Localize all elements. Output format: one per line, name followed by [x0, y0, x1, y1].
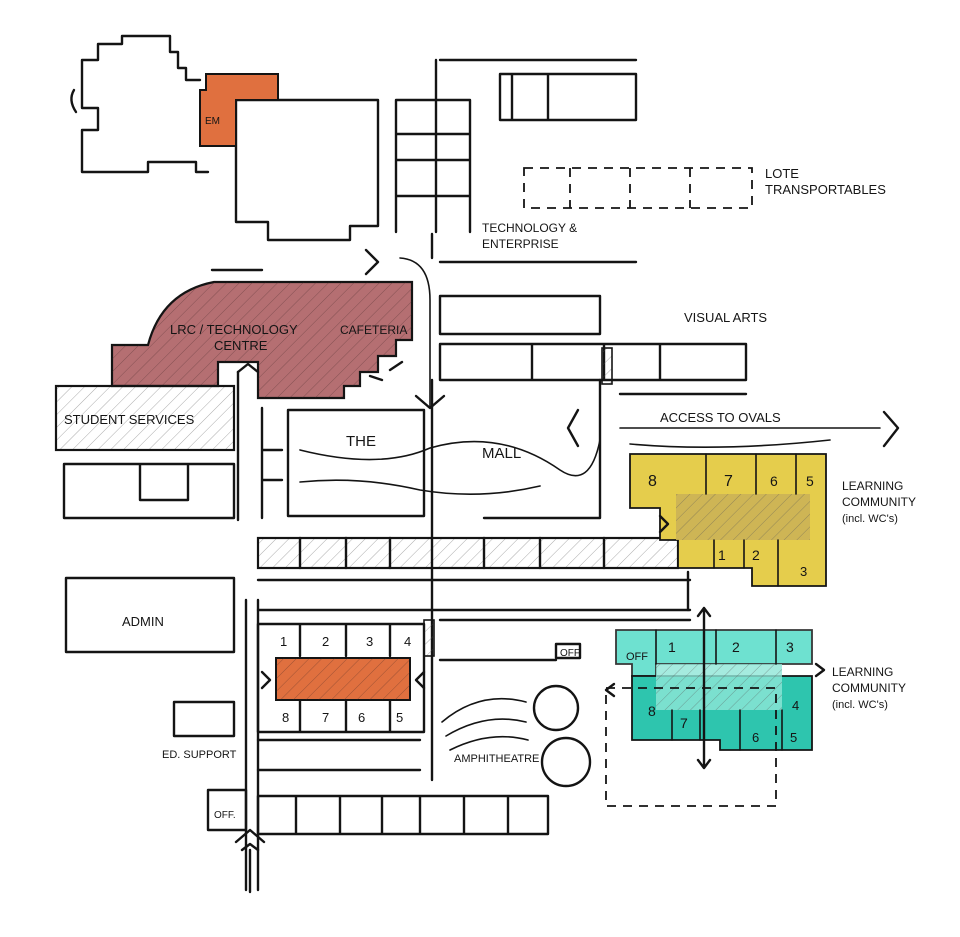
teal-room-4: 4 — [792, 698, 799, 713]
learning-label-2: LEARNING — [832, 665, 893, 679]
incl-wcs-label-1: (incl. WC's) — [842, 513, 898, 525]
ed-support-label: ED. SUPPORT — [162, 749, 237, 761]
teal-room-1: 1 — [668, 639, 676, 655]
the-mall: THE MALL — [286, 378, 602, 520]
cafeteria-label: CAFETERIA — [340, 323, 407, 337]
em-label: EM — [205, 116, 220, 127]
enterprise-label: ENTERPRISE — [482, 237, 559, 251]
em-building: EM — [199, 73, 279, 147]
yellow-room-1: 1 — [718, 547, 726, 563]
arrow-teal-vertical-icon — [696, 606, 712, 770]
orange-classroom-block: 1 2 3 4 8 7 6 5 — [256, 619, 435, 734]
northwest-building — [70, 34, 380, 242]
orange-room-5: 5 — [396, 710, 403, 725]
amphitheatre: AMPHITHEATRE OFF — [441, 642, 592, 788]
orange-room-7: 7 — [322, 710, 329, 725]
ed-support-area: ED. SUPPORT OFF. — [162, 700, 550, 836]
arrow-entry-icon — [234, 828, 266, 852]
orange-room-6: 6 — [358, 710, 365, 725]
off-mid-label: OFF — [560, 648, 580, 659]
mall-label: MALL — [482, 445, 521, 462]
technology-label: TECHNOLOGY & — [482, 221, 577, 235]
arrow-down-mall-icon — [414, 394, 446, 410]
cafeteria-arrows-icon — [368, 360, 404, 382]
orange-room-1: 1 — [280, 634, 287, 649]
visual-arts-label: VISUAL ARTS — [684, 310, 767, 325]
learning-label-1: LEARNING — [842, 479, 903, 493]
lrc-label: LRC / TECHNOLOGY — [170, 322, 298, 337]
community-label-2: COMMUNITY — [832, 681, 906, 695]
transportables-label: TRANSPORTABLES — [765, 182, 886, 197]
the-label: THE — [346, 433, 376, 450]
visual-arts-block: VISUAL ARTS — [438, 310, 767, 396]
orange-room-2: 2 — [322, 634, 329, 649]
admin-label: ADMIN — [122, 614, 164, 629]
off-bottom-label: OFF. — [214, 810, 236, 821]
orange-room-4: 4 — [404, 634, 411, 649]
student-services: STUDENT SERVICES — [54, 384, 236, 452]
arrow-tech-icon — [364, 248, 380, 276]
yellow-room-5: 5 — [806, 473, 814, 489]
teal-room-3: 3 — [786, 639, 794, 655]
teal-room-6: 6 — [752, 730, 759, 745]
lrc-technology-centre: LRC / TECHNOLOGY CENTRE CAFETERIA — [110, 268, 414, 400]
lote-transportables: LOTE TRANSPORTABLES — [523, 166, 886, 209]
access-to-ovals-label: ACCESS TO OVALS — [660, 410, 781, 425]
yellow-room-6: 6 — [770, 473, 778, 489]
lote-label: LOTE — [765, 166, 799, 181]
teal-room-7: 7 — [680, 715, 688, 731]
circulation-arrows — [234, 248, 826, 894]
community-label-1: COMMUNITY — [842, 495, 916, 509]
arrow-yellow-icon — [658, 514, 670, 534]
arrow-orange-left-icon — [260, 670, 272, 690]
orange-room-3: 3 — [366, 634, 373, 649]
yellow-room-8: 8 — [648, 473, 657, 490]
arrow-orange-right-icon — [414, 670, 426, 690]
teal-room-5: 5 — [790, 730, 797, 745]
technology-enterprise-blocks — [394, 58, 638, 336]
teal-room-8: 8 — [648, 703, 656, 719]
arrow-teal-right-icon — [814, 662, 826, 678]
amphitheatre-label: AMPHITHEATRE — [454, 753, 539, 765]
learning-community-teal: OFF 1 2 3 8 7 6 5 4 LEARNING COMMUNITY (… — [605, 629, 906, 807]
arrow-up-lrc-icon — [236, 362, 260, 374]
student-services-label: STUDENT SERVICES — [64, 412, 195, 427]
yellow-room-2: 2 — [752, 547, 760, 563]
centre-label: CENTRE — [214, 338, 268, 353]
learning-community-yellow: 8 7 6 5 1 2 3 LEARNING COMMUNITY (incl. … — [629, 453, 916, 587]
arrow-teal-left-icon — [604, 682, 616, 698]
access-to-ovals: ACCESS TO OVALS — [566, 408, 900, 448]
orange-room-8: 8 — [282, 710, 289, 725]
west-blocks: ADMIN — [62, 370, 284, 654]
off-teal-label: OFF — [626, 651, 648, 663]
incl-wcs-label-2: (incl. WC's) — [832, 699, 888, 711]
yellow-room-7: 7 — [724, 473, 733, 490]
teal-room-2: 2 — [732, 639, 740, 655]
arrow-path-icon — [399, 257, 431, 407]
yellow-room-3: 3 — [800, 564, 807, 579]
